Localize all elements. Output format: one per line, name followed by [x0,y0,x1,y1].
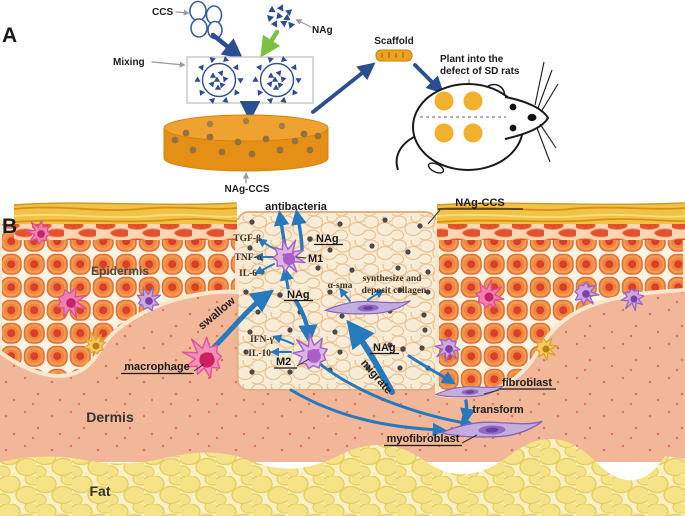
nag-center-label: NAg [287,289,310,301]
plant-label-line1: Plant into the [440,54,504,65]
nag-nanoparticle-icon [267,4,296,29]
scaffold-chip-icon [375,49,413,62]
migrate-curve-1 [318,362,475,430]
migrate-main-arrow [346,319,395,395]
asma-arrow [339,287,351,302]
ccs-microsphere-icon [189,0,223,40]
ccs-pointer-arrow [175,9,190,16]
fat-label: Fat [90,483,111,499]
nag-to-fibroblast-arrow [407,354,456,385]
disc-dots [171,117,322,158]
fat-layer [0,438,685,516]
nag-top-label: NAg [316,233,339,245]
mixing-triangles [194,56,302,104]
ccs-to-mix-arrow [210,32,244,60]
macrophage-label: macrophage [124,361,189,373]
asma-label: α-sma [328,281,353,291]
synthesize-label-line1: synthesize and [363,274,423,284]
stratum-bands [13,202,685,240]
m2-macrophage-cell [292,332,329,370]
synthesize-arrow [367,289,385,301]
nag-dermis-label: NAg [373,342,396,354]
antibacteria-arrow-2 [291,208,307,252]
rat-icon [395,61,559,174]
ifn-arrow [272,334,294,345]
panel-a-letter: A [2,24,17,47]
m1-label: M1 [308,253,323,265]
nag-particle-dermis [400,346,406,352]
myofibroblast-label: myofibroblast [387,433,460,445]
il6-arrow [254,263,275,275]
tgf-arrow [257,238,276,250]
panel-b-letter: B [2,215,17,238]
epidermis-immune-cells [25,220,645,363]
nag-a-label: NAg [312,25,333,36]
panel-b-arrows [207,208,476,437]
il10-label: IL-10 [248,349,271,359]
panel-a: A CCS NAg Mixing NAg [2,0,559,195]
panel-b: B Epidermis Dermis Fat [0,197,685,516]
tgf-label: TGF-β [233,234,261,244]
mixing-box [186,56,314,104]
migrate-curve-2 [289,388,447,437]
m2-pointer [296,358,310,367]
myofibroblast-in-scaffold-cell [323,300,411,315]
fibroblast-label: fibroblast [502,377,552,389]
transform-label: transform [472,404,524,416]
m1-pointer [295,256,307,259]
myofibroblast-cell [439,420,543,438]
nag-pointer-arrow [295,19,312,28]
m2-label: M2 [276,356,291,368]
disc-label: NAg-CCS [225,184,270,195]
rat-whiskers [534,61,559,163]
epidermis-label: Epidermis [91,264,149,278]
rat-wound-spots [434,91,483,143]
macrophage-pointer [193,363,205,372]
dermis-label: Dermis [86,409,134,425]
plant-label-line2: defect of SD rats [440,66,520,77]
disc-to-scaffold-arrow [311,62,376,114]
nag-to-mix-arrow [260,29,281,58]
ifn-label: IFN-γ [250,335,275,345]
il6-label: IL-6 [239,269,257,279]
disc-icon [163,114,329,172]
nag-particle-top [307,236,313,242]
swallow-arrow [207,289,275,354]
nag-ccs-label: NAg-CCS [455,197,505,209]
fibroblast-pointer [483,389,500,395]
scaffold-label: Scaffold [374,36,413,47]
nag-ccs-pointer [427,209,441,225]
transform-arrow [460,399,476,425]
ccs-label: CCS [152,7,173,18]
fibroblast-cell [434,385,505,398]
tnf-label: TNF-α [235,253,263,263]
myofibroblast-pointer [461,434,478,444]
scaffold-to-rat-arrow [413,63,445,95]
m1-macrophage-cell [272,238,306,273]
antibacteria-label: antibacteria [265,201,328,213]
mixing-pointer-arrow [151,61,186,68]
mixing-label: Mixing [113,57,145,68]
synthesize-label-line2: deposit collagen [362,286,427,296]
macrophage-cell [181,336,223,379]
nag-particle-center [277,292,283,298]
